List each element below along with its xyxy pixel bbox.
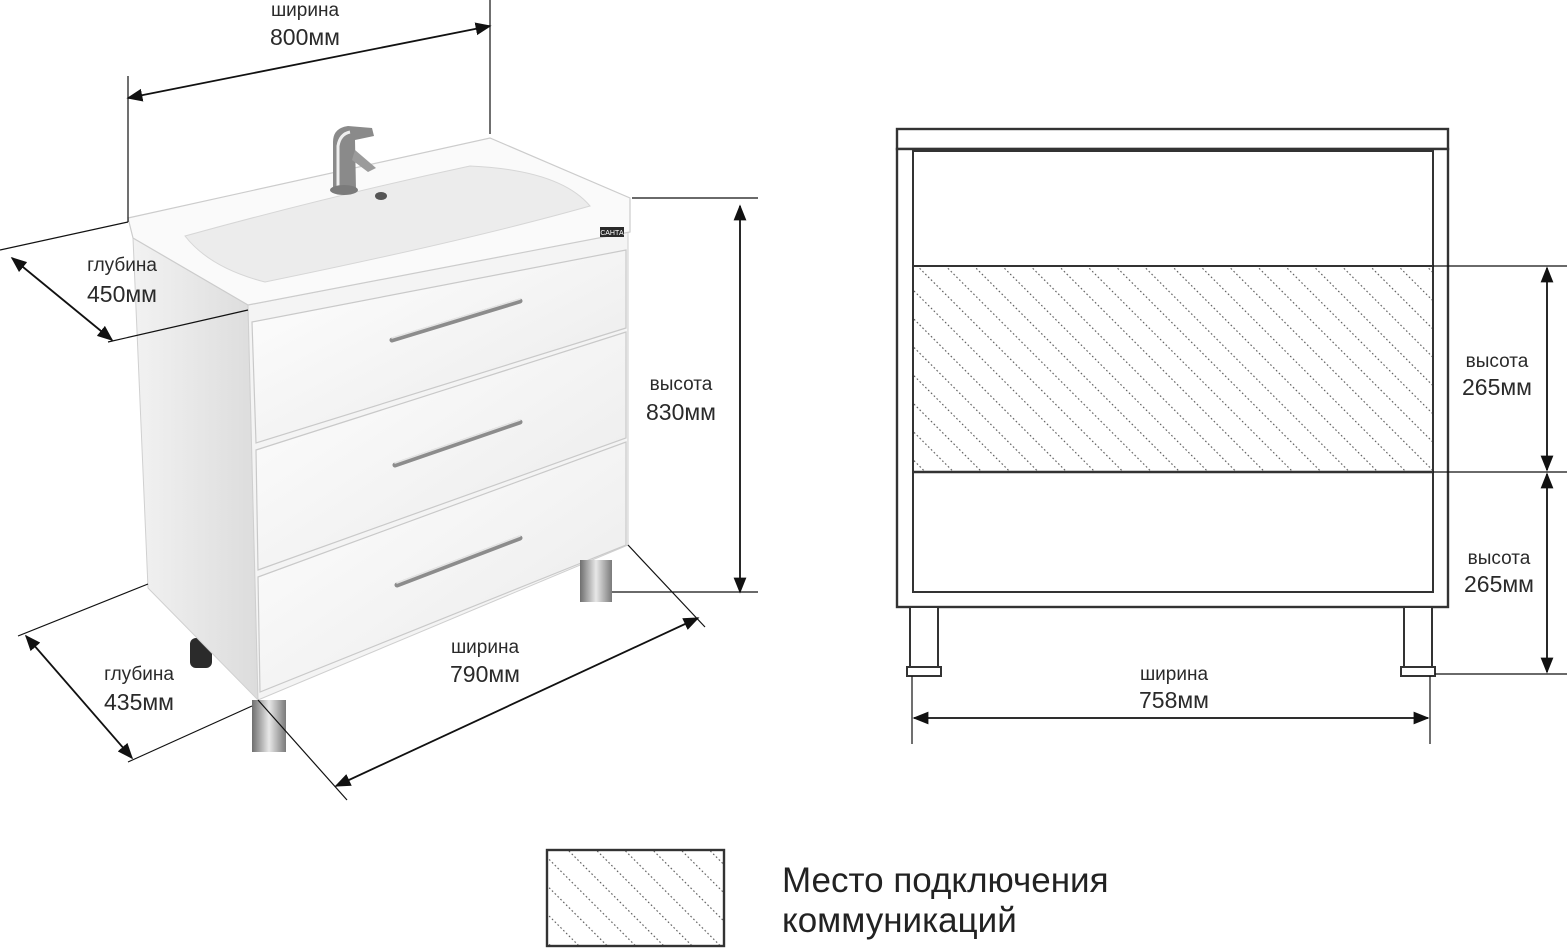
cabinet-side xyxy=(132,237,259,702)
value-width-bottom: 790мм xyxy=(450,661,520,687)
brand-badge-text: САНТА xyxy=(600,230,624,237)
legend-hatch-swatch xyxy=(545,848,726,948)
dim-line-depth-435 xyxy=(24,634,134,760)
front-right-leg xyxy=(580,560,612,602)
cabinet-front-schematic xyxy=(895,127,1450,677)
label-height: высота xyxy=(650,374,713,395)
value-zone-lower: 265мм xyxy=(1464,571,1534,597)
drawer-handle-middle xyxy=(392,419,523,468)
label-width-top: ширина xyxy=(271,0,340,21)
drawer-top xyxy=(251,249,627,444)
cabinet-3d-view: САНТА xyxy=(127,126,631,752)
value-width-top: 800мм xyxy=(270,24,340,50)
dim-line-depth-450 xyxy=(10,256,114,342)
front-left-leg xyxy=(252,700,286,752)
schematic-left-foot xyxy=(906,666,942,677)
connection-zone xyxy=(912,265,1434,473)
value-depth-top: 450мм xyxy=(87,281,157,307)
label-zone-upper: высота xyxy=(1466,351,1529,372)
dim-line-width-800 xyxy=(126,22,492,102)
brand-badge xyxy=(600,227,624,237)
legend-text-line2: коммуникаций xyxy=(782,901,1017,940)
legend-text-line1: Место подключения xyxy=(782,861,1109,900)
value-height: 830мм xyxy=(646,399,716,425)
schematic-top-slab xyxy=(895,127,1450,151)
faucet-icon xyxy=(330,126,376,195)
value-depth-bottom: 435мм xyxy=(104,689,174,715)
right-dimensions xyxy=(911,265,1567,744)
label-depth-top: глубина xyxy=(87,255,157,276)
drawer-handle-bottom xyxy=(394,535,523,588)
schematic-right-foot xyxy=(1400,666,1436,677)
label-width-bottom: ширина xyxy=(451,637,520,658)
value-inner-width: 758мм xyxy=(1139,687,1209,713)
label-inner-width: ширина xyxy=(1140,664,1209,685)
dim-line-width-790 xyxy=(334,617,700,787)
drain-hole xyxy=(375,192,387,200)
left-labels: ширина 800мм глубина 450мм высота 830мм … xyxy=(87,0,716,715)
value-zone-upper: 265мм xyxy=(1462,374,1532,400)
left-dimensions xyxy=(0,0,758,801)
legend: Место подключения коммуникаций xyxy=(545,848,1109,948)
label-zone-lower: высота xyxy=(1468,548,1531,569)
right-labels: высота 265мм высота 265мм ширина 758мм xyxy=(1139,351,1534,713)
schematic-right-leg xyxy=(1403,606,1433,668)
label-depth-bottom: глубина xyxy=(104,664,174,685)
schematic-left-leg xyxy=(909,606,939,668)
drawer-handle-top xyxy=(389,298,523,343)
